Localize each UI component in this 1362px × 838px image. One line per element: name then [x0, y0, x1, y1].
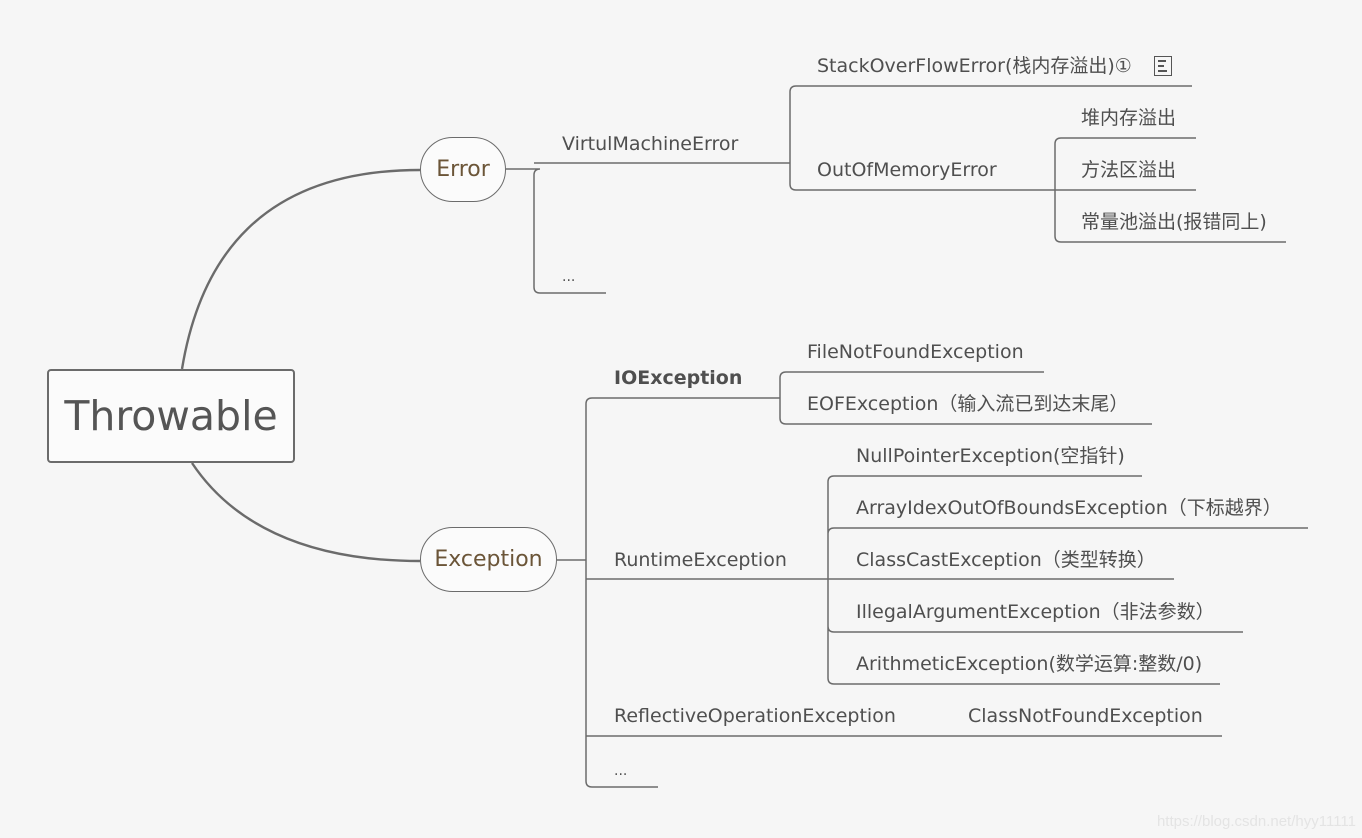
node-constant-pool-overflow[interactable]: 常量池溢出(报错同上) — [1081, 211, 1267, 233]
connector-runtime-trunk — [827, 475, 1308, 685]
node-file-not-found-exception[interactable]: FileNotFoundException — [807, 341, 1024, 363]
connector-error-trunk — [506, 168, 606, 294]
note-icon[interactable] — [1154, 56, 1172, 76]
node-out-of-memory-error[interactable]: OutOfMemoryError — [817, 159, 997, 181]
node-class-cast-exception[interactable]: ClassCastException（类型转换） — [856, 549, 1156, 571]
node-arithmetic-exception[interactable]: ArithmeticException(数学运算:整数/0) — [856, 653, 1203, 675]
node-error-ellipsis[interactable]: ... — [562, 269, 576, 285]
node-io-exception[interactable]: IOException — [614, 367, 743, 389]
category-label-exception: Exception — [434, 547, 543, 572]
connector-exception-trunk — [557, 397, 780, 788]
category-label-error: Error — [436, 157, 490, 182]
node-reflective-operation-exception[interactable]: ReflectiveOperationException — [614, 705, 896, 727]
node-method-area-overflow[interactable]: 方法区溢出 — [1081, 159, 1177, 181]
connector-vme-trunk — [789, 85, 1192, 191]
connector-io-trunk — [779, 371, 1152, 425]
node-array-index-out-of-bounds-exception[interactable]: ArrayIdexOutOfBoundsException（下标越界） — [856, 497, 1282, 519]
node-heap-overflow[interactable]: 堆内存溢出 — [1081, 107, 1177, 129]
node-null-pointer-exception[interactable]: NullPointerException(空指针) — [856, 445, 1125, 467]
node-runtime-exception[interactable]: RuntimeException — [614, 549, 787, 571]
root-node-throwable[interactable]: Throwable — [47, 369, 295, 463]
node-stack-overflow-error[interactable]: StackOverFlowError(栈内存溢出)① — [817, 55, 1132, 77]
root-label: Throwable — [64, 392, 278, 440]
category-node-exception[interactable]: Exception — [420, 527, 557, 592]
watermark: https://blog.csdn.net/hyy11111 — [1156, 813, 1356, 830]
node-illegal-argument-exception[interactable]: IllegalArgumentException（非法参数） — [856, 601, 1215, 623]
node-class-not-found-exception[interactable]: ClassNotFoundException — [968, 705, 1203, 727]
connector-oom-trunk — [1054, 137, 1286, 243]
node-eof-exception[interactable]: EOFException（输入流已到达末尾） — [807, 393, 1129, 415]
category-node-error[interactable]: Error — [420, 137, 506, 202]
node-exception-ellipsis[interactable]: ... — [614, 763, 628, 779]
connector-root-error — [180, 168, 421, 370]
connector-root-exception — [191, 462, 421, 563]
node-virtual-machine-error[interactable]: VirtulMachineError — [562, 133, 739, 155]
